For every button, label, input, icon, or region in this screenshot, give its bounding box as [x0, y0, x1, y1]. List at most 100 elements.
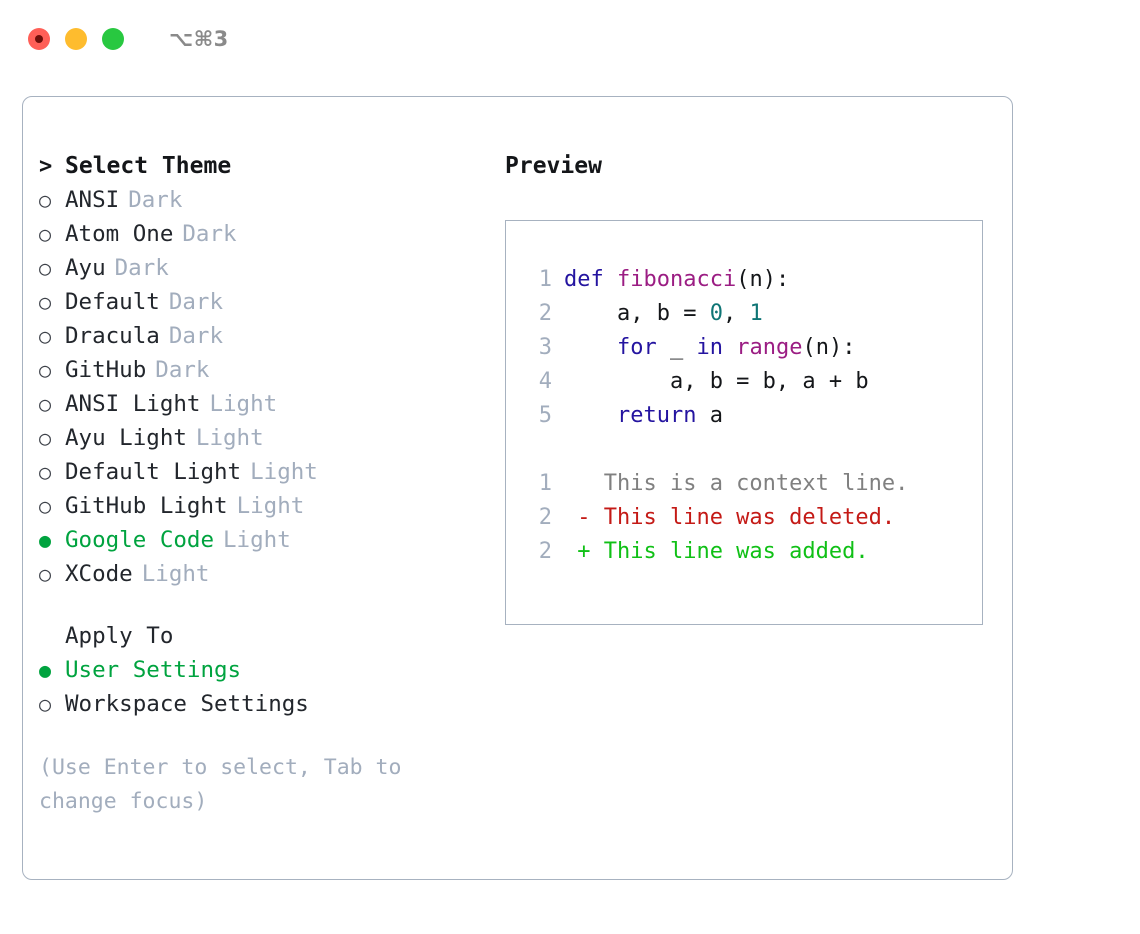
code-token-num: 0	[709, 301, 723, 326]
apply-to-list: ● User Settings ○ Workspace Settings	[39, 653, 499, 721]
code-token-fn: range	[736, 335, 803, 360]
apply-to-header: ○ Apply To	[39, 619, 499, 653]
theme-name: XCode	[65, 561, 133, 587]
diff-line-content: This is a context line.	[564, 471, 909, 496]
code-token-txt: ,	[722, 301, 750, 326]
theme-variant-tag: Light	[141, 561, 210, 587]
code-token-kw: def	[564, 267, 604, 292]
radio-unselected-icon: ○	[39, 358, 52, 382]
theme-variant-tag: Light	[209, 391, 278, 417]
code-token-txt: a, b = b, a + b	[564, 369, 869, 394]
line-number: 2	[538, 539, 552, 564]
theme-name: Default Light	[65, 459, 242, 485]
close-button[interactable]	[28, 28, 50, 50]
theme-variant-tag: Light	[223, 527, 291, 553]
traffic-light-buttons	[28, 28, 124, 50]
line-number: 1	[538, 267, 552, 292]
apply-to-option[interactable]: ● User Settings	[39, 653, 499, 687]
code-line-content: def fibonacci(n):	[564, 263, 789, 297]
theme-name: Default	[65, 289, 160, 315]
theme-name: Ayu	[65, 255, 106, 281]
theme-variant-tag: Dark	[155, 357, 210, 383]
code-token-txt	[604, 267, 617, 292]
code-line: 1 def fibonacci(n):	[522, 263, 982, 297]
theme-name: ANSI Light	[65, 391, 201, 417]
theme-list-item[interactable]: ○ GitHub Light Light	[39, 489, 499, 523]
code-token-txt: (n):	[802, 335, 856, 360]
theme-name: GitHub	[65, 357, 147, 383]
code-token-kw: for	[616, 335, 657, 360]
theme-variant-tag: Dark	[168, 323, 224, 349]
code-line: 5 return a	[522, 399, 982, 433]
code-token-num: 1	[749, 301, 763, 326]
code-token-txt	[723, 335, 736, 360]
theme-name: GitHub Light	[65, 493, 228, 519]
theme-list-item[interactable]: ○ XCode Light	[39, 557, 499, 591]
apply-to-option-label: Workspace Settings	[65, 691, 309, 717]
radio-selected-icon: ●	[39, 528, 52, 552]
theme-list-item[interactable]: ○ Default Dark	[39, 285, 499, 319]
code-line-content: a, b = b, a + b	[564, 365, 869, 399]
theme-list-item[interactable]: ● Google Code Light	[39, 523, 499, 557]
code-token-txt: (n):	[736, 267, 790, 292]
code-line: 4 a, b = b, a + b	[522, 365, 982, 399]
radio-unselected-icon: ○	[39, 188, 52, 212]
theme-variant-tag: Light	[236, 493, 305, 519]
theme-list-item[interactable]: ○ GitHub Dark	[39, 353, 499, 387]
radio-selected-icon: ●	[39, 658, 52, 682]
radio-unselected-icon: ○	[39, 290, 52, 314]
diff-line-del: 2 - This line was deleted.	[522, 501, 982, 535]
maximize-button[interactable]	[102, 28, 124, 50]
select-theme-header: > Select Theme	[39, 149, 499, 183]
code-token-txt: _	[656, 335, 697, 360]
code-token-kw: in	[696, 335, 723, 360]
code-line-content: for _ in range(n):	[564, 331, 855, 365]
line-number: 2	[538, 505, 552, 530]
minimize-button[interactable]	[65, 28, 87, 50]
radio-unselected-icon: ○	[39, 494, 52, 518]
radio-unselected-icon: ○	[39, 256, 52, 280]
line-number: 4	[538, 369, 552, 394]
radio-unselected-icon: ○	[39, 222, 52, 246]
diff-line-content: - This line was deleted.	[564, 505, 896, 530]
code-token-txt: a	[696, 403, 723, 428]
code-token-txt	[564, 403, 617, 428]
theme-list-item[interactable]: ○ ANSI Light Light	[39, 387, 499, 421]
radio-unselected-icon: ○	[39, 392, 52, 416]
theme-list-item[interactable]: ○ ANSI Dark	[39, 183, 499, 217]
diff-line-ctx: 1 This is a context line.	[522, 467, 982, 501]
code-line: 2 a, b = 0, 1	[522, 297, 982, 331]
line-number: 1	[538, 471, 552, 496]
title-bar: ⌥⌘3	[0, 0, 1140, 78]
diff-line-content: + This line was added.	[564, 539, 869, 564]
radio-unselected-icon: ○	[39, 324, 52, 348]
theme-variant-tag: Dark	[168, 289, 224, 315]
diff-line-add: 2 + This line was added.	[522, 535, 982, 569]
theme-list-item[interactable]: ○ Atom One Dark	[39, 217, 499, 251]
code-line-content: a, b = 0, 1	[564, 297, 763, 331]
apply-to-option[interactable]: ○ Workspace Settings	[39, 687, 499, 721]
radio-unselected-icon: ○	[39, 692, 52, 716]
theme-list-item[interactable]: ○ Dracula Dark	[39, 319, 499, 353]
theme-name: ANSI	[65, 187, 120, 213]
line-number: 2	[538, 301, 552, 326]
radio-unselected-icon: ○	[39, 562, 52, 586]
help-hint-text: (Use Enter to select, Tab to change focu…	[39, 755, 402, 814]
theme-name: Dracula	[65, 323, 160, 349]
diff-sample: 1 This is a context line.2 - This line w…	[522, 467, 982, 569]
code-diff-separator	[522, 433, 982, 467]
code-line-content: return a	[564, 399, 723, 433]
theme-variant-tag: Dark	[128, 187, 183, 213]
code-token-kw: return	[616, 403, 697, 428]
radio-unselected-icon: ○	[39, 460, 52, 484]
theme-name: Google Code	[65, 527, 215, 553]
theme-variant-tag: Dark	[182, 221, 237, 247]
theme-name: Atom One	[65, 221, 174, 247]
apply-to-option-label: User Settings	[65, 657, 242, 683]
